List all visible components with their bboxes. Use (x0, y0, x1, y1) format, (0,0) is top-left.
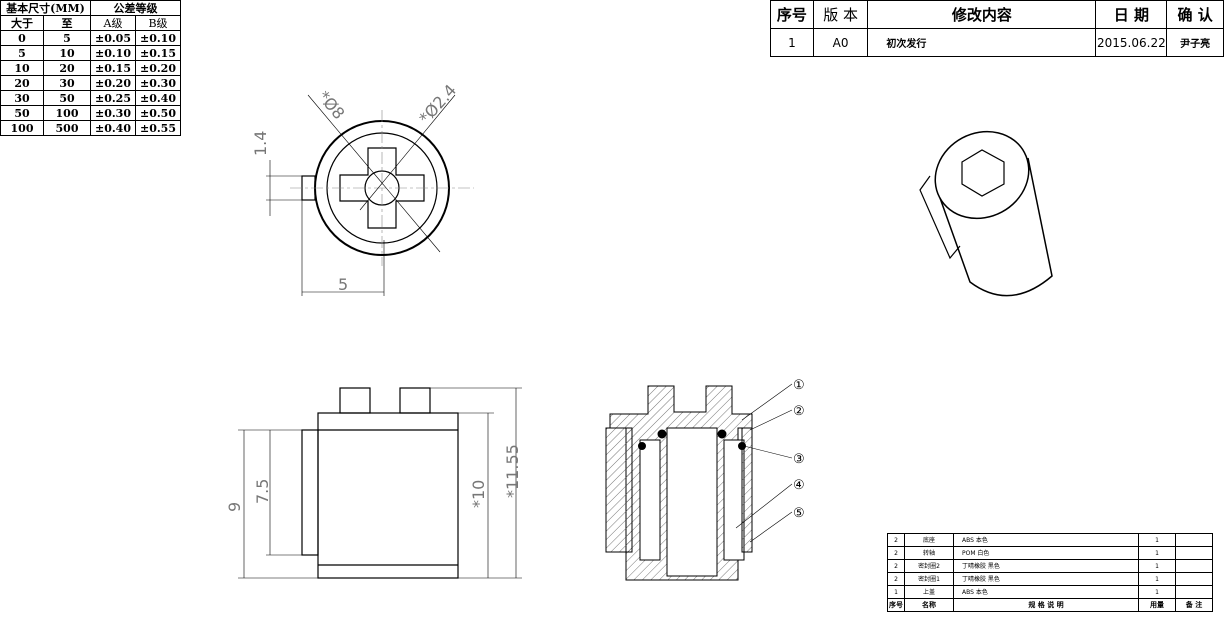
cell: 转轴 (904, 546, 954, 560)
rev-version: A0 (812, 28, 869, 57)
cell: 2 (887, 572, 905, 586)
revision-table: 序号 版 本 修改内容 日 期 确 认 1 A0 初次发行 2015.06.22… (770, 0, 1224, 57)
rev-header-confirm: 确 认 (1166, 0, 1224, 29)
isometric-view (919, 130, 1053, 297)
cell: ±0.05 (90, 30, 136, 46)
dim-outer-diameter: *Ø8 (314, 87, 348, 123)
dim-slot-height: 1.4 (251, 131, 270, 156)
rev-header-version: 版 本 (812, 0, 869, 29)
cell: ±0.20 (135, 60, 181, 76)
cell: 1 (1138, 572, 1176, 586)
bom-header-row: 序号名称规 格 说 明用量备 注 (887, 598, 1213, 612)
rev-header-date: 日 期 (1095, 0, 1168, 29)
table-row: 1 A0 初次发行 2015.06.22 尹子亮 (770, 28, 1224, 57)
dim-body-height: 9 (225, 502, 244, 512)
cell: 底座 (904, 533, 954, 547)
cell (1175, 572, 1213, 586)
cell: 2 (887, 546, 905, 560)
bom-header-no: 序号 (887, 598, 905, 612)
cell: ±0.10 (90, 45, 136, 61)
rev-no: 1 (770, 28, 814, 57)
callout-5: ⑤ (793, 506, 805, 521)
cell: 上盖 (904, 585, 954, 599)
dim-shoulder-height: 7.5 (253, 479, 272, 504)
top-view (266, 94, 474, 296)
cell: 丁晴橡胶 黑色 (953, 559, 1139, 573)
cell: ±0.40 (90, 120, 136, 136)
cell: 100 (0, 120, 44, 136)
cell: 密封圈2 (904, 559, 954, 573)
rev-content: 初次发行 (867, 28, 1097, 57)
cell: ABS 本色 (953, 585, 1139, 599)
cell (1175, 546, 1213, 560)
callout-1: ① (793, 378, 805, 393)
cell: 50 (0, 105, 44, 121)
cell: 丁晴橡胶 黑色 (953, 572, 1139, 586)
callout-3: ③ (793, 452, 805, 467)
cell: ABS 本色 (953, 533, 1139, 547)
cell: 1 (887, 585, 905, 599)
rev-header-content: 修改内容 (867, 0, 1097, 29)
callout-4: ④ (793, 478, 805, 493)
cell: 1 (1138, 546, 1176, 560)
cell: 2 (887, 533, 905, 547)
bom-header-spec: 规 格 说 明 (953, 598, 1139, 612)
cell: 密封圈1 (904, 572, 954, 586)
rev-date: 2015.06.22 (1095, 28, 1168, 57)
cell: 1 (1138, 585, 1176, 599)
cell: POM 白色 (953, 546, 1139, 560)
cell: 1 (1138, 559, 1176, 573)
cell: ±0.30 (90, 105, 136, 121)
cell (1175, 559, 1213, 573)
cell (1175, 533, 1213, 547)
bom-header-name: 名称 (904, 598, 954, 612)
dim-inner-diameter: *Ø2.4 (415, 81, 460, 128)
section-view (605, 383, 793, 581)
cell (1175, 585, 1213, 599)
front-view (238, 387, 522, 579)
cell: 500 (43, 120, 91, 136)
dim-inner-height: *10 (469, 480, 488, 508)
dim-pin-width: 5 (338, 275, 348, 294)
cell: 1 (1138, 533, 1176, 547)
cell: ±0.55 (135, 120, 181, 136)
bom-header-qty: 用量 (1138, 598, 1176, 612)
cell: 20 (0, 75, 44, 91)
cell: 2 (887, 559, 905, 573)
dim-total-height: *11.55 (503, 444, 522, 498)
rev-confirm: 尹子亮 (1166, 28, 1224, 57)
callout-2: ② (793, 404, 805, 419)
bom-header-note: 备 注 (1175, 598, 1213, 612)
